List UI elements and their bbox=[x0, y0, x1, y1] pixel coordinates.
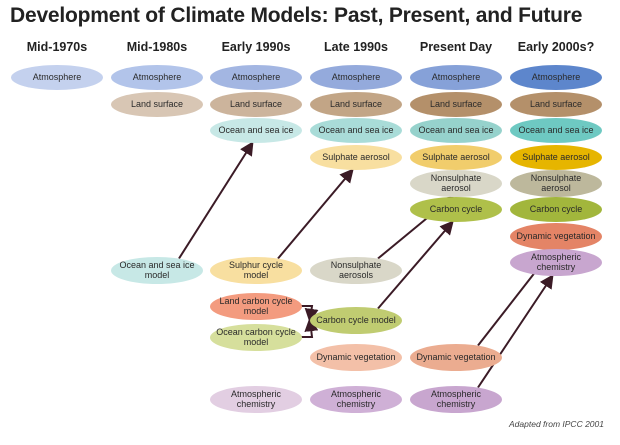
column-header: Early 1990s bbox=[221, 40, 291, 54]
node-label: Atmosphere bbox=[32, 72, 82, 82]
node-label: Ocean carbon cycle model bbox=[216, 327, 296, 347]
node-label: Dynamic vegetation bbox=[316, 352, 396, 362]
node-label: Atmospheric chemistry bbox=[530, 252, 582, 272]
arrow-chem-present-to-chem-future bbox=[477, 274, 554, 389]
node-label: Nonsulphate aerosol bbox=[530, 173, 582, 193]
node-label: Land surface bbox=[130, 99, 184, 109]
node-label: Land surface bbox=[329, 99, 383, 109]
node-ocean-present: Ocean and sea ice bbox=[410, 117, 502, 143]
node-label: Atmospheric chemistry bbox=[430, 389, 482, 409]
node-ocean-model-1980: Ocean and sea ice model bbox=[111, 256, 203, 284]
node-land-1980: Land surface bbox=[111, 91, 203, 117]
node-label: Sulphate aerosol bbox=[322, 152, 390, 162]
node-land-carbon-1990: Land carbon cycle model bbox=[210, 292, 302, 320]
node-label: Carbon cycle bbox=[429, 204, 483, 214]
node-carbon-model-late90: Carbon cycle model bbox=[310, 306, 402, 334]
node-label: Ocean and sea ice bbox=[418, 125, 494, 135]
node-ocean-1990: Ocean and sea ice bbox=[210, 117, 302, 143]
node-label: Sulphur cycle model bbox=[228, 260, 284, 280]
node-label: Ocean and sea ice bbox=[518, 125, 594, 135]
column-header: Early 2000s? bbox=[517, 40, 595, 54]
node-atm-present: Atmosphere bbox=[410, 64, 502, 90]
node-land-late90: Land surface bbox=[310, 91, 402, 117]
node-label: Dynamic vegetation bbox=[416, 352, 496, 362]
node-dynveg-future: Dynamic vegetation bbox=[510, 222, 602, 250]
node-atm-1980: Atmosphere bbox=[111, 64, 203, 90]
node-label: Carbon cycle bbox=[529, 204, 583, 214]
column-header: Present Day bbox=[419, 40, 493, 54]
node-label: Ocean and sea ice bbox=[218, 125, 294, 135]
node-dynveg-model-late90: Dynamic vegetation bbox=[310, 343, 402, 371]
column-header: Mid-1970s bbox=[26, 40, 88, 54]
arrow-carbon-model-late90-to-carbon-present bbox=[377, 220, 454, 310]
node-land-present: Land surface bbox=[410, 91, 502, 117]
node-label: Ocean and sea ice bbox=[318, 125, 394, 135]
node-label: Land surface bbox=[229, 99, 283, 109]
node-chem-1990: Atmospheric chemistry bbox=[210, 385, 302, 413]
node-chem-present: Atmospheric chemistry bbox=[410, 385, 502, 413]
node-label: Atmosphere bbox=[431, 72, 481, 82]
node-label: Dynamic vegetation bbox=[516, 231, 596, 241]
node-land-future: Land surface bbox=[510, 91, 602, 117]
node-label: Atmospheric chemistry bbox=[230, 389, 282, 409]
node-ocean-carbon-1990: Ocean carbon cycle model bbox=[210, 323, 302, 351]
diagram-title: Development of Climate Models: Past, Pre… bbox=[10, 4, 583, 27]
node-sulphate-present: Sulphate aerosol bbox=[410, 144, 502, 170]
node-carbon-present: Carbon cycle bbox=[410, 196, 502, 222]
node-label: Land carbon cycle model bbox=[219, 296, 293, 316]
arrow-sulphur-model-1990-to-sulphate-late90 bbox=[277, 168, 354, 260]
node-dynveg-model-present: Dynamic vegetation bbox=[410, 343, 502, 371]
column-header: Mid-1980s bbox=[126, 40, 188, 54]
arrow-ocean-carbon-1990-to-carbon-model-late90 bbox=[300, 317, 319, 338]
node-label: Nonsulphate aerosol bbox=[430, 173, 482, 193]
node-label: Sulphate aerosol bbox=[522, 152, 590, 162]
node-label: Sulphate aerosol bbox=[422, 152, 490, 162]
arrow-land-carbon-1990-to-carbon-model-late90 bbox=[300, 305, 319, 323]
node-label: Land surface bbox=[529, 99, 583, 109]
node-label: Ocean and sea ice model bbox=[119, 260, 195, 280]
arrow-ocean-model-1980-to-ocean-1990 bbox=[178, 141, 254, 260]
node-label: Carbon cycle model bbox=[316, 315, 396, 325]
column-header: Late 1990s bbox=[324, 40, 388, 54]
node-label: Atmosphere bbox=[531, 72, 581, 82]
node-label: Atmospheric chemistry bbox=[330, 389, 382, 409]
node-land-1990: Land surface bbox=[210, 91, 302, 117]
node-carbon-future: Carbon cycle bbox=[510, 196, 602, 222]
source-caption: Adapted from IPCC 2001 bbox=[509, 419, 604, 429]
node-nonsulphate-model-late90: Nonsulphate aerosols bbox=[310, 256, 402, 284]
node-sulphate-late90: Sulphate aerosol bbox=[310, 144, 402, 170]
node-atm-1990: Atmosphere bbox=[210, 64, 302, 90]
node-nonsulphate-present: Nonsulphate aerosol bbox=[410, 169, 502, 197]
node-chem-late90: Atmospheric chemistry bbox=[310, 385, 402, 413]
node-label: Atmosphere bbox=[132, 72, 182, 82]
node-sulphur-model-1990: Sulphur cycle model bbox=[210, 256, 302, 284]
node-atm-1970: Atmosphere bbox=[11, 64, 103, 90]
node-label: Nonsulphate aerosols bbox=[330, 260, 382, 280]
node-label: Land surface bbox=[429, 99, 483, 109]
node-nonsulphate-future: Nonsulphate aerosol bbox=[510, 169, 602, 197]
node-ocean-late90: Ocean and sea ice bbox=[310, 117, 402, 143]
node-label: Atmosphere bbox=[331, 72, 381, 82]
node-label: Atmosphere bbox=[231, 72, 281, 82]
node-chem-future: Atmospheric chemistry bbox=[510, 248, 602, 276]
node-atm-late90: Atmosphere bbox=[310, 64, 402, 90]
node-sulphate-future: Sulphate aerosol bbox=[510, 144, 602, 170]
node-ocean-future: Ocean and sea ice bbox=[510, 117, 602, 143]
node-atm-future: Atmosphere bbox=[510, 64, 602, 90]
